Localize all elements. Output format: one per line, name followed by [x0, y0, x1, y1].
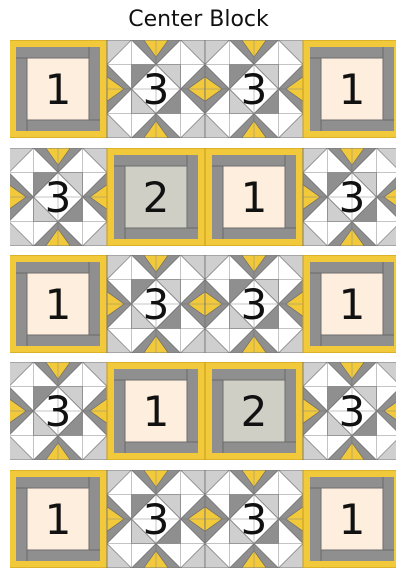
row-blocks: 1 3 3 1	[10, 255, 396, 353]
frame-block: 1	[10, 470, 107, 568]
block-number-label: 1	[339, 280, 366, 329]
block-number-label: 1	[45, 65, 72, 114]
row-blocks: 3 1 2 3	[10, 362, 396, 460]
quilt-row: 1 3 3 1	[10, 255, 396, 353]
quilt-row: 1 3 3 1	[10, 470, 396, 568]
block-number-label: 3	[45, 387, 72, 436]
quilt-row: 3 2 1 3	[10, 148, 396, 246]
star-block: 3	[107, 470, 205, 568]
block-number-label: 3	[339, 173, 366, 222]
frame-block: 1	[205, 148, 303, 246]
block-number-label: 1	[241, 173, 268, 222]
star-block: 3	[303, 362, 396, 460]
frame-block: 1	[10, 255, 107, 353]
star-block: 3	[10, 362, 107, 460]
block-number-label: 1	[45, 495, 72, 544]
frame-block: 1	[10, 40, 107, 138]
block-number-label: 1	[339, 65, 366, 114]
quilt-row: 1 3 3 1	[10, 40, 396, 138]
star-block: 3	[205, 255, 303, 353]
block-number-label: 3	[241, 495, 268, 544]
row-blocks: 3 2 1 3	[10, 148, 396, 246]
star-block: 3	[205, 40, 303, 138]
block-number-label: 1	[143, 387, 170, 436]
block-number-label: 3	[241, 280, 268, 329]
block-number-label: 2	[241, 387, 268, 436]
frame-block: 1	[303, 255, 396, 353]
block-number-label: 3	[143, 65, 170, 114]
block-number-label: 2	[143, 173, 170, 222]
block-number-label: 3	[143, 280, 170, 329]
star-block: 3	[10, 148, 107, 246]
frame-block: 2	[205, 362, 303, 460]
star-block: 3	[107, 40, 205, 138]
diagram-title: Center Block	[0, 7, 397, 32]
frame-block: 1	[303, 40, 396, 138]
quilt-row: 3 1 2 3	[10, 362, 396, 460]
block-number-label: 3	[45, 173, 72, 222]
block-number-label: 3	[143, 495, 170, 544]
star-block: 3	[205, 470, 303, 568]
frame-block: 1	[107, 362, 205, 460]
row-blocks: 1 3 3 1	[10, 470, 396, 568]
frame-block: 1	[303, 470, 396, 568]
block-number-label: 3	[241, 65, 268, 114]
star-block: 3	[303, 148, 396, 246]
block-number-label: 1	[45, 280, 72, 329]
star-block: 3	[107, 255, 205, 353]
row-blocks: 1 3 3 1	[10, 40, 396, 138]
block-number-label: 1	[339, 495, 366, 544]
frame-block: 2	[107, 148, 205, 246]
block-number-label: 3	[339, 387, 366, 436]
